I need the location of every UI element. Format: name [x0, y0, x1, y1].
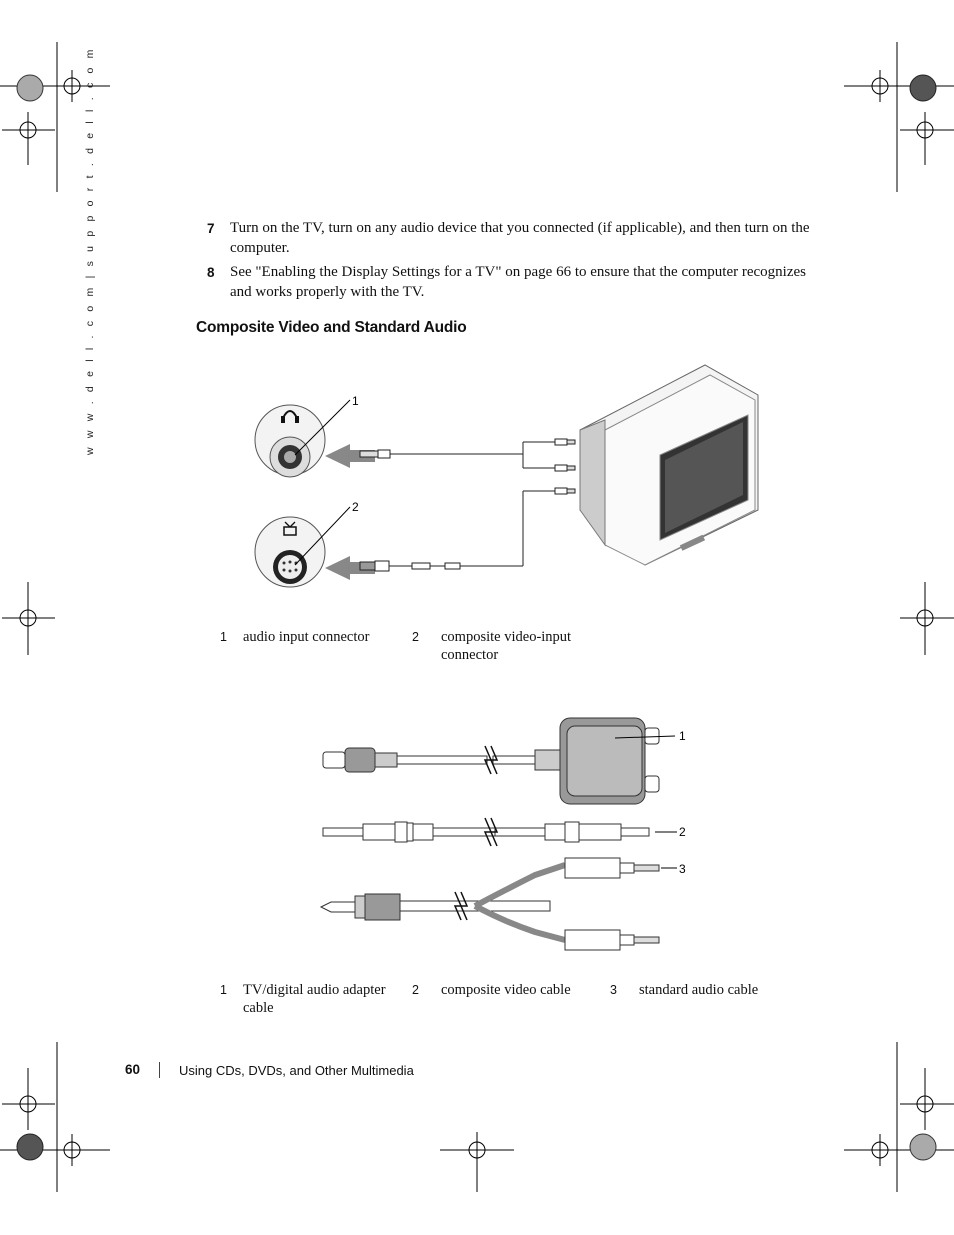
- step-text: Turn on the TV, turn on any audio device…: [230, 220, 810, 256]
- figure2-caption-number-1: 1: [220, 983, 227, 997]
- tv-connection-diagram: 1 2: [254, 364, 759, 588]
- figure2-callout-3: 3: [679, 862, 686, 876]
- cables-diagram: 1 2 3: [319, 717, 686, 951]
- step-number: 8: [207, 265, 215, 280]
- step-7: 7 Turn on the TV, turn on any audio devi…: [207, 219, 817, 258]
- figure2-caption-text-3: standard audio cable: [639, 982, 759, 998]
- step-text: See "Enabling the Display Settings for a…: [230, 264, 806, 300]
- page-number: 60: [125, 1062, 141, 1077]
- figure1-caption-number-1: 1: [220, 630, 227, 644]
- audio-input-connector-illustration: [254, 404, 326, 478]
- figure2-caption-number-2: 2: [412, 983, 419, 997]
- figure2-caption-text-1: TV/digital audio adapter cable: [243, 982, 386, 1016]
- figure2-callout-1: 1: [679, 729, 686, 743]
- tv-digital-audio-adapter-cable-illustration: [322, 717, 660, 805]
- figure1-callout-2: 2: [352, 500, 359, 514]
- figure1-callout-1: 1: [352, 394, 359, 408]
- step-number: 7: [207, 221, 215, 236]
- footer-divider: [159, 1062, 160, 1078]
- standard-audio-cable-illustration: [319, 857, 660, 951]
- figure1-caption-number-2: 2: [412, 630, 419, 644]
- chapter-title: Using CDs, DVDs, and Other Multimedia: [179, 1063, 414, 1078]
- composite-video-connector-illustration: [254, 516, 326, 588]
- figure1-caption-text-2: composite video-input connector: [441, 629, 572, 663]
- figure2-caption-text-2: composite video cable: [441, 982, 571, 998]
- section-heading: Composite Video and Standard Audio: [196, 319, 467, 336]
- sidebar-url: w w w . d e l l . c o m | s u p p o r t …: [84, 46, 96, 455]
- figure2-callout-2: 2: [679, 825, 686, 839]
- figure2-caption-number-3: 3: [610, 983, 617, 997]
- step-8: 8 See "Enabling the Display Settings for…: [207, 263, 817, 302]
- tv-illustration: [579, 364, 759, 566]
- figure1-caption-text-1: audio input connector: [243, 629, 370, 645]
